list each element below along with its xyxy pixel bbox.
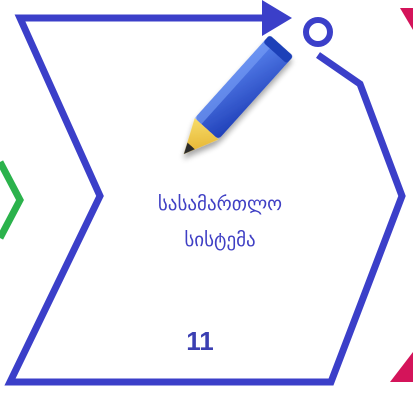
connector-circle <box>306 20 330 44</box>
step-title-line-2: სისტემა <box>100 222 340 258</box>
right-neighbor-bottom-marker <box>390 352 413 382</box>
pencil-icon <box>172 35 293 165</box>
right-neighbor-top-marker <box>400 8 413 30</box>
step-title-line-1: სასამართლო <box>100 186 340 222</box>
arrow-head-icon <box>262 0 292 36</box>
step-title: სასამართლო სისტემა <box>100 186 340 258</box>
left-neighbor-chevron <box>0 162 20 238</box>
step-number: 11 <box>150 326 250 357</box>
